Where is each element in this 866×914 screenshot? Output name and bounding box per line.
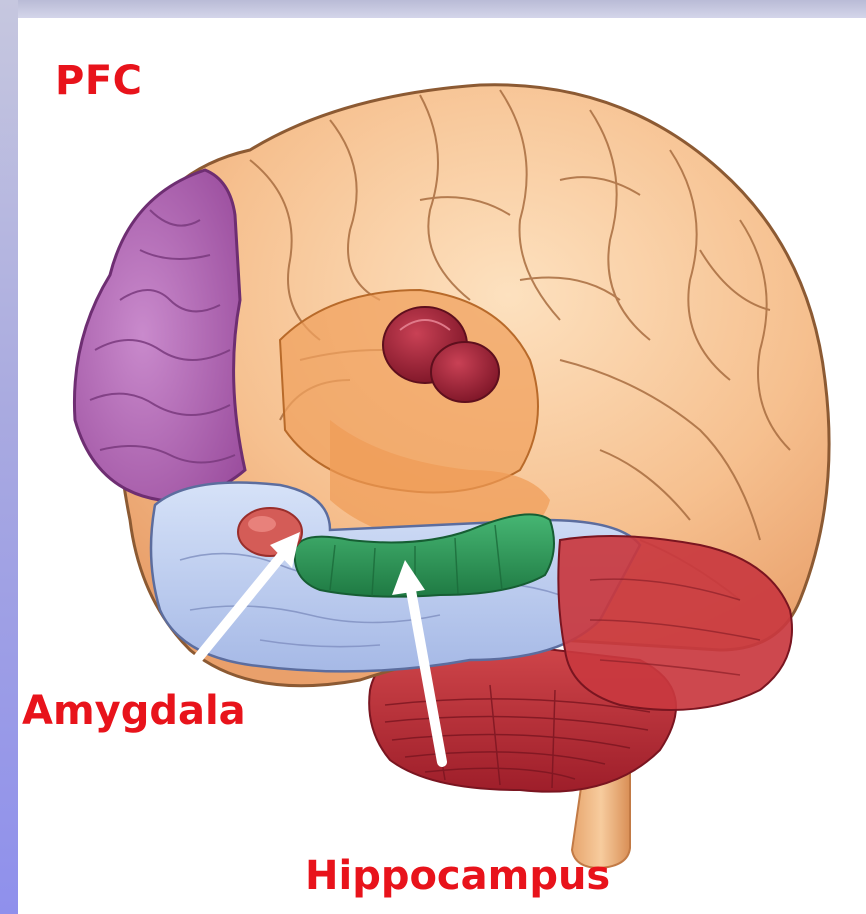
prefrontal-cortex [74, 170, 245, 500]
hippocampus-label: Hippocampus [305, 853, 610, 899]
pfc-label: PFC [55, 58, 143, 104]
amygdala-label: Amygdala [22, 688, 246, 734]
